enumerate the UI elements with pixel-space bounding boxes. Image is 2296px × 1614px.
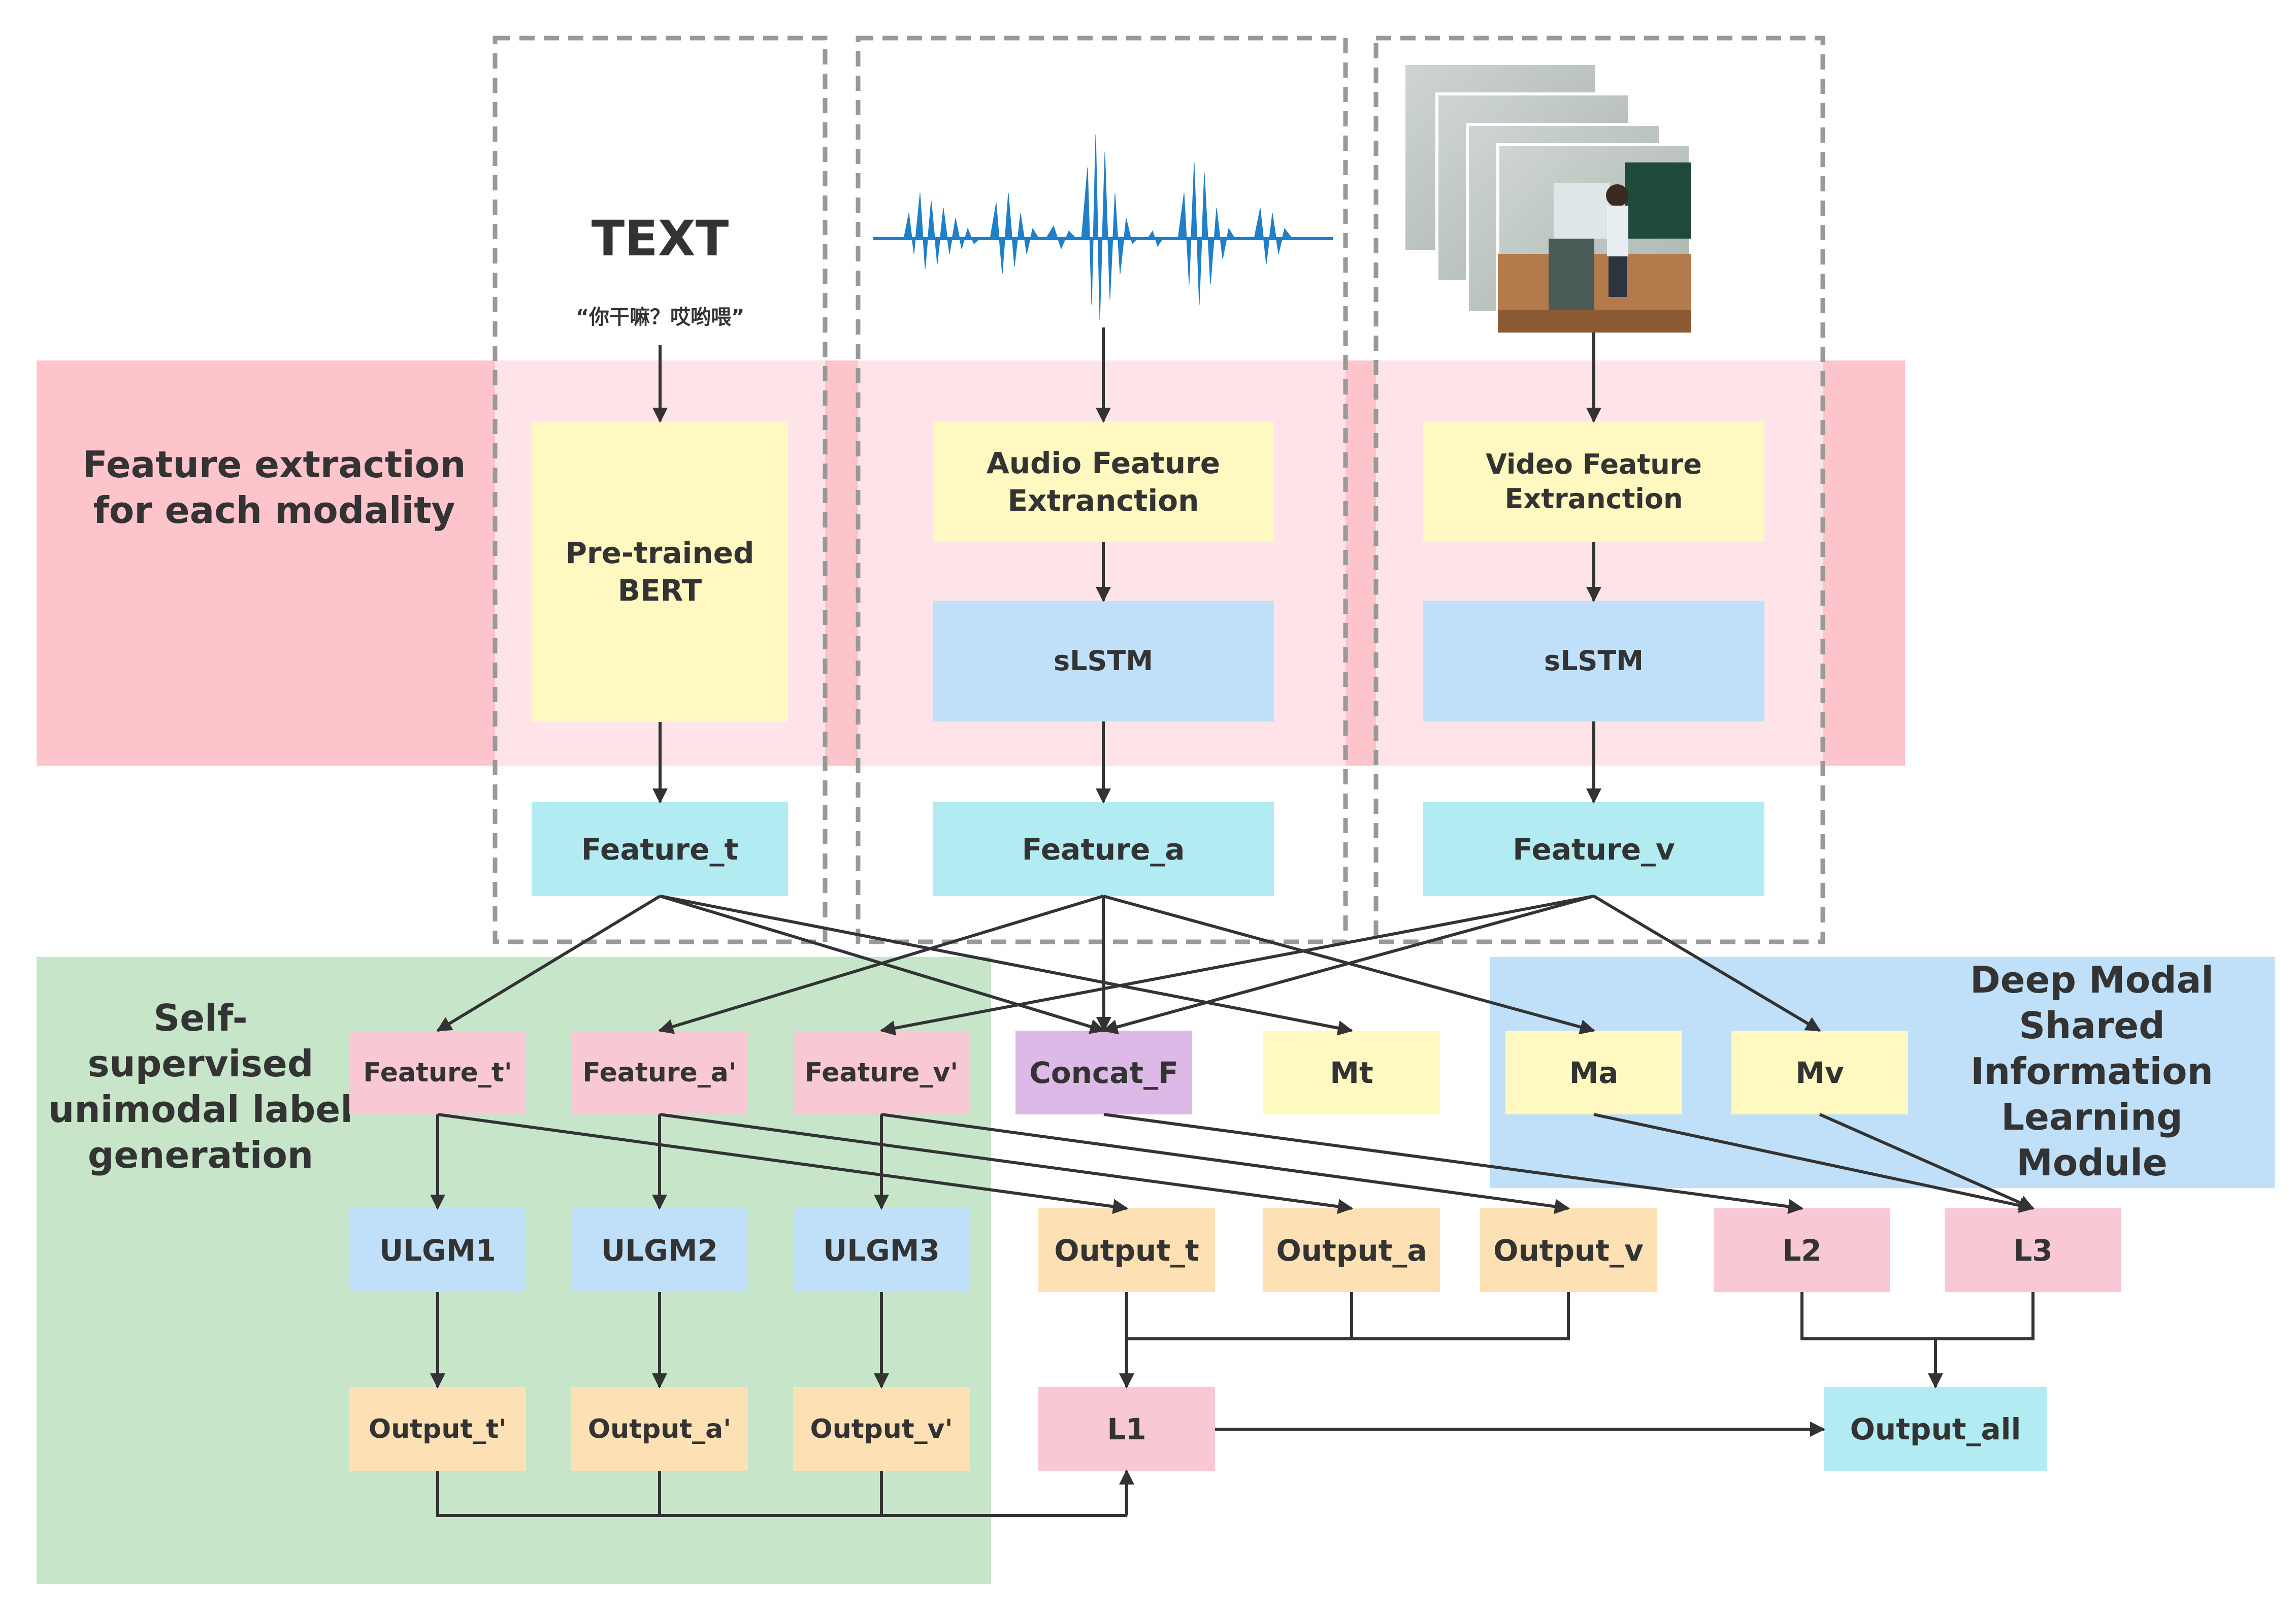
slstm-video-box: sLSTM (1423, 601, 1764, 721)
feature-t-prime-box: Feature_t' (349, 1031, 526, 1114)
mt-box: Mt (1263, 1031, 1440, 1114)
audio-feature-extraction-box: Audio Feature Extranction (933, 421, 1274, 542)
self-supervised-label: Self-supervised unimodal label generatio… (48, 997, 353, 1176)
slstm-audio-box: sLSTM (933, 601, 1274, 721)
output-t-prime-box: Output_t' (349, 1387, 526, 1471)
ulgm2-box: ULGM2 (571, 1208, 748, 1292)
text-input-title: TEXT (591, 210, 729, 267)
feature-extraction-label: Feature extraction for each modality (82, 443, 466, 532)
bert-box: Pre-trained BERT (532, 421, 788, 722)
video-feature-extraction-box: Video Feature Extranction (1423, 421, 1764, 542)
ma-box: Ma (1505, 1031, 1682, 1114)
ulgm1-box: ULGM1 (349, 1208, 526, 1292)
l3-box: L3 (1945, 1208, 2121, 1292)
text-input-sample: “你干嘛？哎哟喂” (575, 306, 745, 329)
l2-box: L2 (1714, 1208, 1890, 1292)
l1-box: L1 (1038, 1387, 1215, 1471)
feature-a-box: Feature_a (933, 802, 1274, 896)
feature-t-box: Feature_t (532, 802, 788, 896)
feature-v-box: Feature_v (1423, 802, 1764, 896)
output-all-box: Output_all (1824, 1387, 2047, 1471)
video-frames-stack (1402, 62, 1692, 334)
feature-a-prime-box: Feature_a' (571, 1031, 748, 1114)
deep-modal-label: Deep Modal Shared Information Learning M… (1970, 959, 2214, 1184)
mv-box: Mv (1731, 1031, 1908, 1114)
output-a-box: Output_a (1263, 1208, 1440, 1292)
concat-f-box: Concat_F (1015, 1031, 1192, 1114)
output-a-prime-box: Output_a' (571, 1387, 748, 1471)
audio-waveform (873, 134, 1333, 320)
output-t-box: Output_t (1038, 1208, 1215, 1292)
feature-v-prime-box: Feature_v' (793, 1031, 970, 1114)
output-v-prime-box: Output_v' (793, 1387, 970, 1471)
output-v-box: Output_v (1480, 1208, 1657, 1292)
ulgm3-box: ULGM3 (793, 1208, 970, 1292)
